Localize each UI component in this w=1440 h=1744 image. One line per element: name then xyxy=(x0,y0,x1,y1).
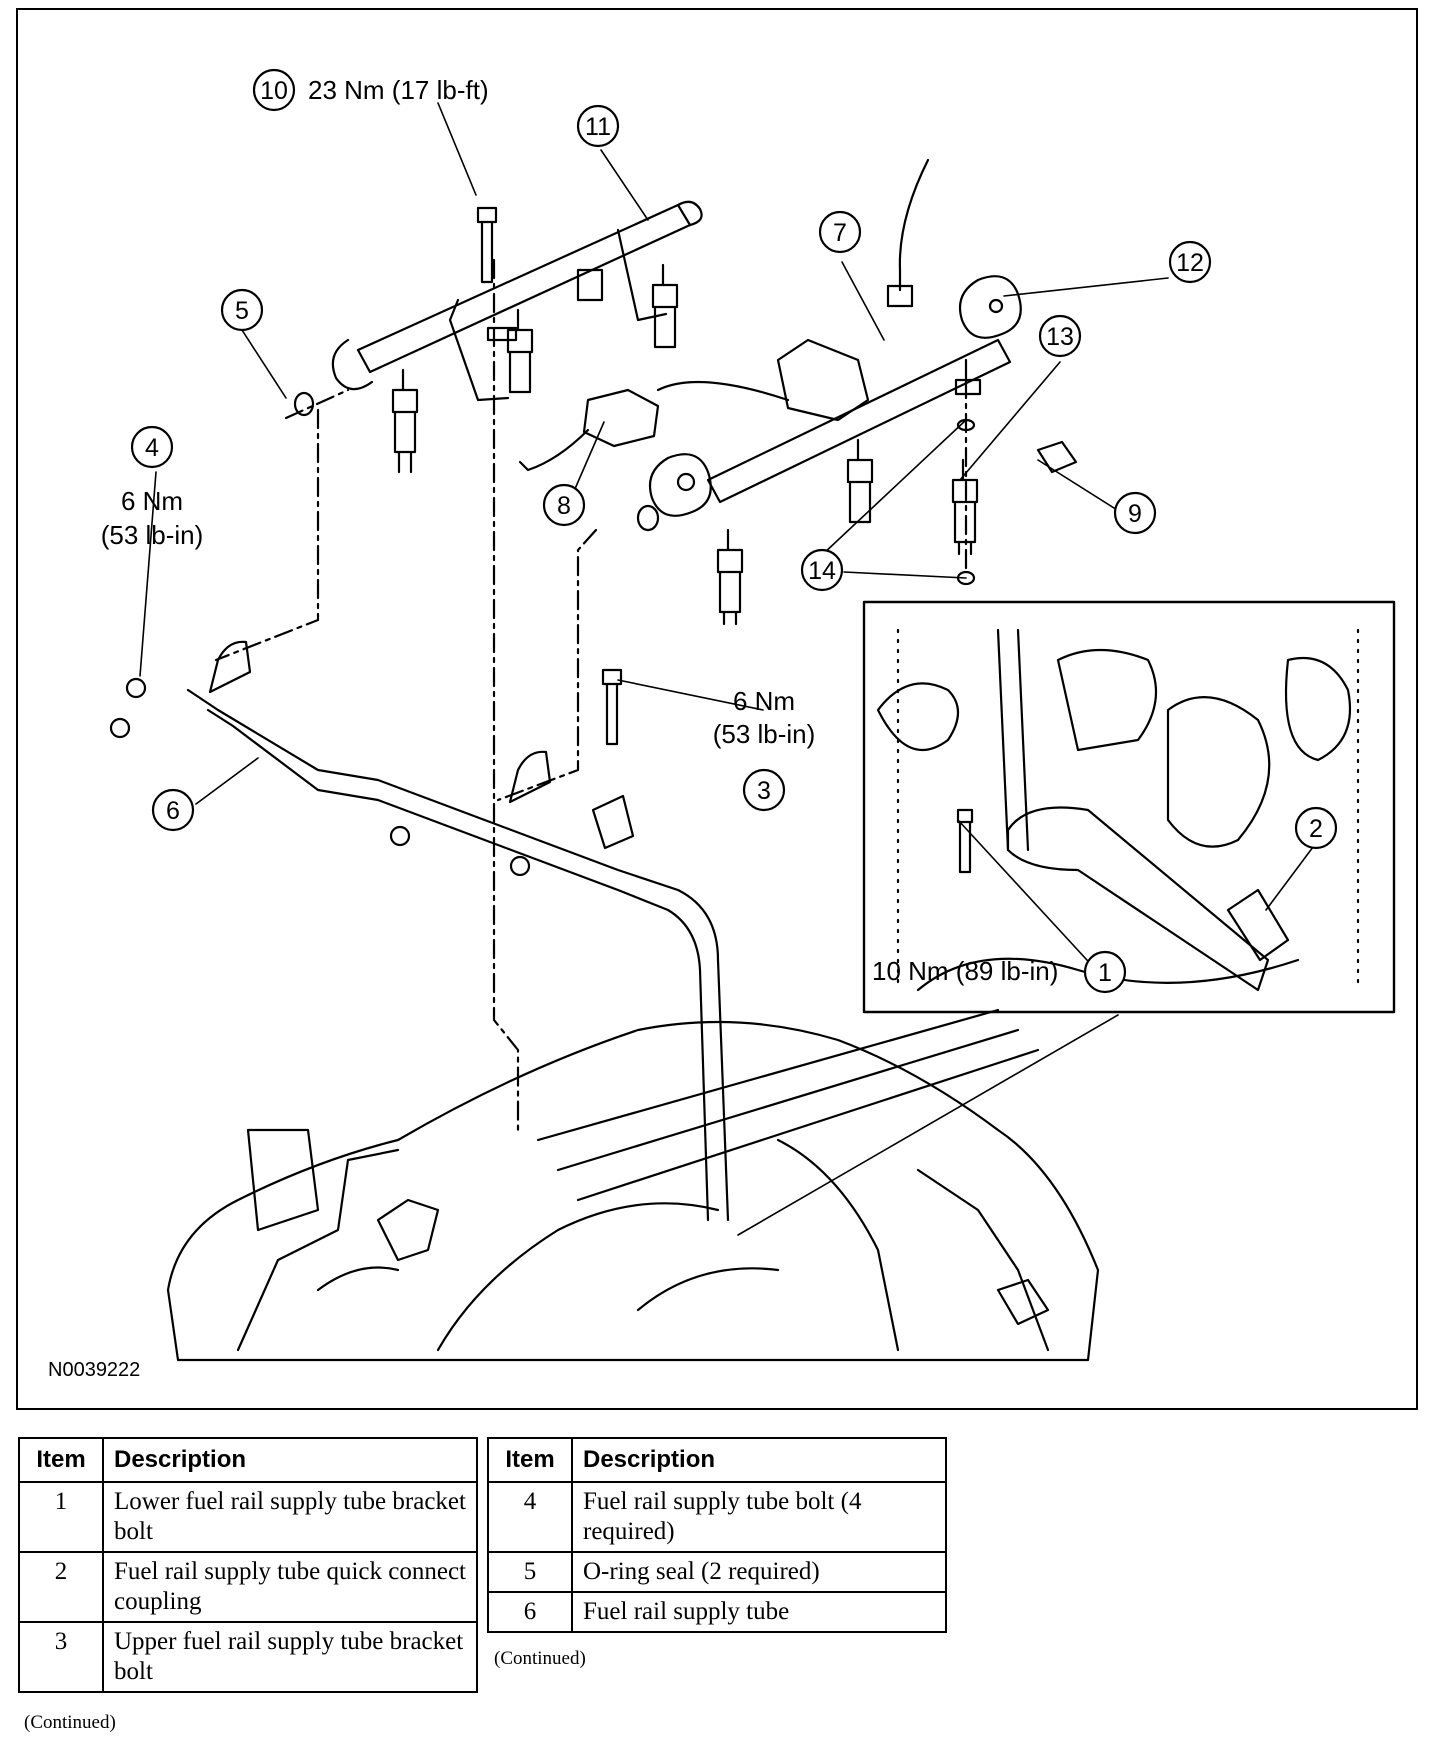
item-description: Fuel rail supply tube quick connect coup… xyxy=(102,1551,478,1623)
callout-circle-3 xyxy=(742,768,786,812)
table-row: 4 Fuel rail supply tube bolt (4 required… xyxy=(487,1481,947,1553)
item-description: Lower fuel rail supply tube bracket bolt xyxy=(102,1481,478,1553)
callout-circle-12 xyxy=(1168,240,1212,284)
torque-spec-4-line1: 6 Nm xyxy=(121,486,183,516)
left-fuel-rail xyxy=(331,200,703,402)
column-header-item: Item xyxy=(18,1437,104,1483)
legend-table-left: Item Description 1 Lower fuel rail suppl… xyxy=(18,1437,478,1693)
item-description: Fuel rail supply tube bolt (4 required) xyxy=(571,1481,947,1553)
table-row: 3 Upper fuel rail supply tube bracket bo… xyxy=(18,1621,478,1693)
callout-circle-14 xyxy=(800,548,844,592)
item-number: 5 xyxy=(487,1551,573,1593)
callout-circle-2 xyxy=(1294,806,1338,850)
torque-spec-3-line2: (53 lb-in) xyxy=(713,719,816,749)
continued-note-right: (Continued) xyxy=(494,1648,586,1669)
item-description: O-ring seal (2 required) xyxy=(571,1551,947,1593)
fuel-supply-tube xyxy=(186,640,730,1222)
callout-circle-10 xyxy=(252,68,296,112)
callout-1: 1 xyxy=(1098,959,1112,987)
item-description: Fuel rail supply tube xyxy=(571,1591,947,1633)
exploded-diagram: 10 11 7 12 5 13 4 8 9 14 6 3 2 1 23 Nm (… xyxy=(48,68,1396,1381)
item-number: 2 xyxy=(18,1551,104,1623)
callout-11: 11 xyxy=(585,113,611,141)
callout-circle-11 xyxy=(576,104,620,148)
callout-circle-4 xyxy=(130,425,174,469)
inset-detail xyxy=(862,600,1396,1014)
table-row: 5 O-ring seal (2 required) xyxy=(487,1551,947,1593)
callout-5: 5 xyxy=(235,297,249,325)
callout-circle-13 xyxy=(1038,314,1082,358)
table-row: 6 Fuel rail supply tube xyxy=(487,1591,947,1633)
upper-rail-injectors xyxy=(391,263,679,474)
assembly-guides xyxy=(214,258,968,1132)
callout-circle-5 xyxy=(220,288,264,332)
callout-2: 2 xyxy=(1309,815,1323,843)
callout-7: 7 xyxy=(833,219,847,247)
right-fuel-rail xyxy=(648,275,1022,517)
item-number: 4 xyxy=(487,1481,573,1553)
item-description: Upper fuel rail supply tube bracket bolt xyxy=(102,1621,478,1693)
pressure-sensor xyxy=(776,158,930,422)
callout-12: 12 xyxy=(1176,249,1204,277)
callout-circle-7 xyxy=(818,210,862,254)
item-number: 6 xyxy=(487,1591,573,1633)
callout-9: 9 xyxy=(1128,500,1142,528)
item-number: 1 xyxy=(18,1481,104,1553)
bolts xyxy=(109,206,623,877)
callout-circles xyxy=(130,68,1338,994)
table-header-row: Item Description xyxy=(487,1437,947,1483)
torque-spec-4-line2: (53 lb-in) xyxy=(101,520,204,550)
legend-table-right: Item Description 4 Fuel rail supply tube… xyxy=(487,1437,947,1633)
electrical-connectors xyxy=(518,380,1078,474)
callout-8: 8 xyxy=(557,492,571,520)
callout-circle-8 xyxy=(542,483,586,527)
table-row: 2 Fuel rail supply tube quick connect co… xyxy=(18,1551,478,1623)
callout-14: 14 xyxy=(808,557,836,585)
o-ring-seals xyxy=(293,391,976,586)
item-number: 3 xyxy=(18,1621,104,1693)
torque-spec-10: 23 Nm (17 lb-ft) xyxy=(308,75,489,105)
torque-spec-3-line1: 6 Nm xyxy=(733,686,795,716)
continued-note-left: (Continued) xyxy=(24,1712,116,1733)
torque-spec-1: 10 Nm (89 lb-in) xyxy=(872,956,1058,986)
callout-circle-1 xyxy=(1083,950,1127,994)
callout-circle-9 xyxy=(1113,491,1157,535)
callout-circle-6 xyxy=(151,788,195,832)
figure-code: N0039222 xyxy=(48,1359,140,1381)
callout-6: 6 xyxy=(166,797,180,825)
column-header-description: Description xyxy=(571,1437,947,1483)
table-header-row: Item Description xyxy=(18,1437,478,1483)
column-header-item: Item xyxy=(487,1437,573,1483)
leader-lines xyxy=(139,102,1317,1236)
callout-3: 3 xyxy=(757,777,771,805)
callout-4: 4 xyxy=(145,434,159,462)
intake-manifold xyxy=(166,1008,1100,1362)
table-row: 1 Lower fuel rail supply tube bracket bo… xyxy=(18,1481,478,1553)
figure-frame: 10 11 7 12 5 13 4 8 9 14 6 3 2 1 23 Nm (… xyxy=(16,8,1418,1410)
callout-10: 10 xyxy=(260,77,288,105)
callout-13: 13 xyxy=(1046,323,1074,351)
column-header-description: Description xyxy=(102,1437,478,1483)
